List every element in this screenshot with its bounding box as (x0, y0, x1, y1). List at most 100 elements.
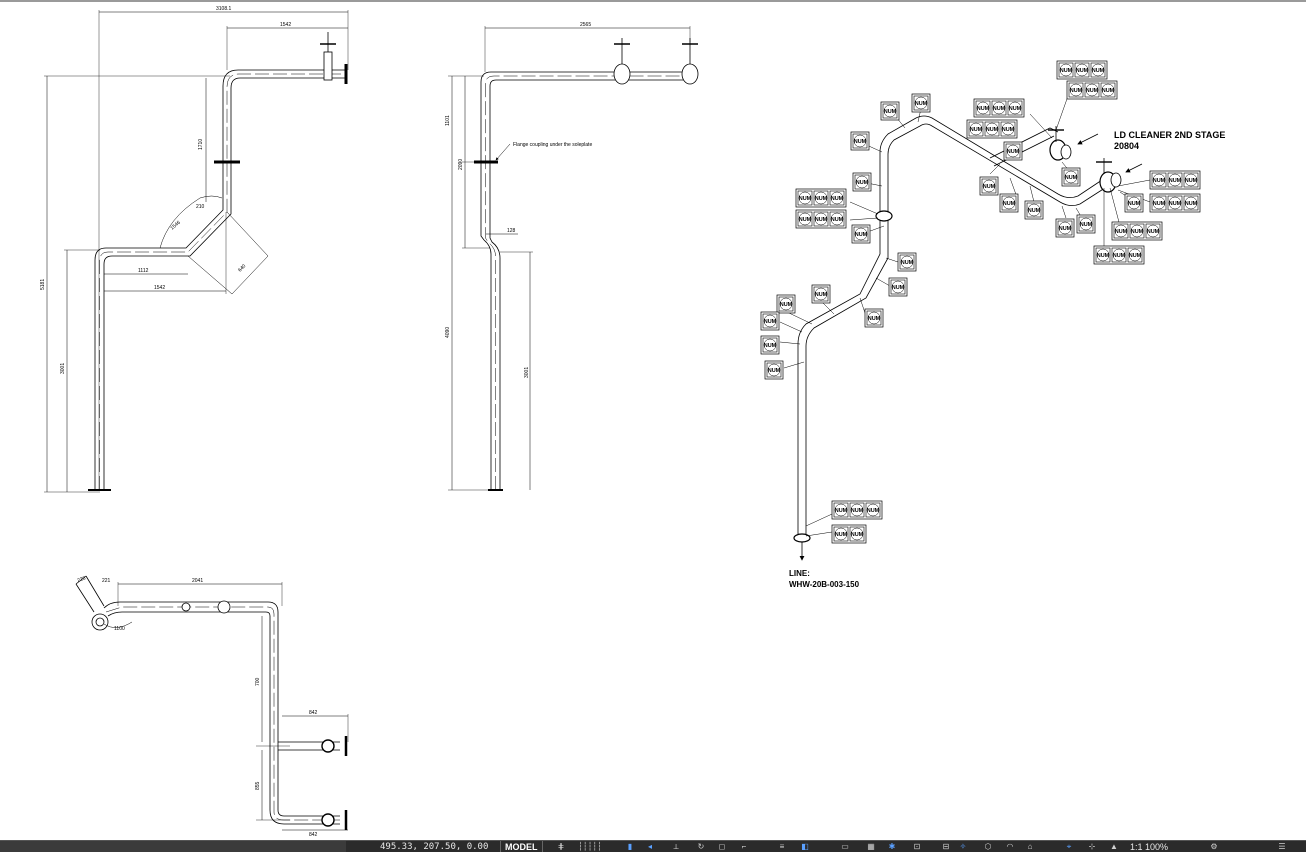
lineweight-icon[interactable]: ≡ (779, 842, 785, 851)
dim-3108: 3108.1 (216, 6, 232, 12)
num-tag-circle (850, 503, 864, 517)
num-tag-label: NUM (977, 106, 990, 112)
num-tag-circle (834, 503, 848, 517)
num-tag-box (865, 502, 881, 518)
dim-700: 700 (255, 677, 261, 686)
polar-icon[interactable]: ◂ (647, 842, 652, 851)
model-space-toggle[interactable]: MODEL (500, 841, 543, 852)
num-tag-box (899, 254, 915, 270)
num-tag-circle (914, 96, 928, 110)
num-tag-circle (867, 311, 881, 325)
num-tag-label: NUM (835, 508, 848, 514)
annotation-scale-icon[interactable]: ⌖ (1066, 842, 1072, 851)
num-tag-box (762, 337, 778, 353)
isodraft-icon[interactable]: ⟂ (673, 842, 679, 851)
equipment-title: LD CLEANER 2ND STAGE (1114, 130, 1225, 140)
num-tag-box (1151, 172, 1167, 188)
num-tag-label: NUM (768, 368, 781, 374)
num-tag-box (1126, 195, 1142, 211)
num-tag-circle (834, 527, 848, 541)
num-tag-label: NUM (983, 184, 996, 190)
num-tag-circle (969, 122, 983, 136)
num-tag-group: NUM (897, 252, 917, 272)
snap-icon[interactable]: ┆┆┆┆┆ (577, 842, 603, 851)
annotation-scale-value[interactable]: 1:1 100% (1130, 842, 1169, 852)
dim-855: 855 (255, 781, 261, 790)
workspace-icon[interactable]: ⌂ (1027, 842, 1033, 851)
num-tag-box (882, 103, 898, 119)
num-tag-group: NUM (850, 131, 870, 151)
3d-osnap-icon[interactable]: ✱ (888, 842, 896, 851)
num-tag-label: NUM (1102, 88, 1115, 94)
num-tag-label: NUM (856, 180, 869, 186)
grid-icon[interactable]: ⋕ (557, 842, 565, 851)
num-tag-box (1007, 100, 1023, 116)
num-tag-box (1127, 247, 1143, 263)
quick-properties-icon[interactable]: ⊟ (942, 842, 950, 851)
num-tag-group: NUM (999, 193, 1019, 213)
num-tag-box (813, 211, 829, 227)
num-tag-box (1026, 202, 1042, 218)
annotation-icon[interactable]: ▦ (867, 842, 875, 851)
num-tag-box (1063, 169, 1079, 185)
num-tag-box (991, 100, 1007, 116)
elevation-view-2 (448, 26, 699, 491)
num-tag-group: NUM (888, 277, 908, 297)
num-tag-box (866, 310, 882, 326)
num-tag-circle (1184, 173, 1198, 187)
num-tag-box (813, 286, 829, 302)
num-tag-box (1078, 216, 1094, 232)
num-tag-box (1167, 172, 1183, 188)
hardware-accel-icon[interactable]: ⬡ (984, 842, 992, 851)
transparency-icon[interactable]: ◧ (801, 842, 809, 851)
num-tag-box (1145, 223, 1161, 239)
osnap-icon[interactable]: ◻ (718, 842, 726, 851)
num-tag-circle (1091, 63, 1105, 77)
settings-icon[interactable]: ⚙ (1210, 842, 1218, 851)
num-tag-box (984, 121, 1000, 137)
dynamic-input-icon[interactable]: ⊡ (913, 842, 921, 851)
num-tag-circle (814, 287, 828, 301)
num-tag-label: NUM (1092, 68, 1105, 74)
osnap-tracking-icon[interactable]: ↻ (697, 842, 705, 851)
num-tag-label: NUM (1002, 127, 1015, 133)
num-tag-box (829, 190, 845, 206)
ortho-icon[interactable]: ▮ (627, 842, 633, 851)
num-tag-circle (985, 122, 999, 136)
num-tag-circle (1127, 196, 1141, 210)
num-tag-circle (1184, 196, 1198, 210)
num-tag-box (1151, 195, 1167, 211)
num-tag-box (797, 211, 813, 227)
command-line-area[interactable] (0, 841, 346, 852)
num-tag-circle (855, 175, 869, 189)
num-tag-box (849, 526, 865, 542)
customization-icon[interactable]: ☰ (1278, 842, 1286, 851)
num-tag-label: NUM (868, 316, 881, 322)
num-tag-group: NUM (1124, 193, 1144, 213)
num-tag-circle (854, 227, 868, 241)
dim-1542-top: 1542 (280, 22, 291, 28)
clean-screen-icon[interactable]: ◠ (1006, 842, 1014, 851)
num-tag-box (890, 279, 906, 295)
dynamic-ucs-icon[interactable]: ⌐ (741, 842, 747, 851)
num-tag-box (1090, 62, 1106, 78)
num-tag-label: NUM (764, 319, 777, 325)
num-tag-label: NUM (970, 127, 983, 133)
auto-scale-icon[interactable]: ▲ (1110, 842, 1118, 851)
num-tag-circle (1079, 217, 1093, 231)
num-tag-box (778, 296, 794, 312)
num-tag-label: NUM (799, 196, 812, 202)
num-tag-label: NUM (1028, 208, 1041, 214)
annotation-visibility-icon[interactable]: ⊹ (1088, 842, 1096, 851)
dim-5181: 5181 (40, 279, 46, 290)
num-tag-label: NUM (831, 217, 844, 223)
num-tag-box (913, 95, 929, 111)
selection-cycling-icon[interactable]: ▭ (841, 842, 849, 851)
isolate-icon[interactable]: ✧ (959, 842, 967, 851)
line-number: WHW-20B-003-150 (789, 580, 860, 589)
